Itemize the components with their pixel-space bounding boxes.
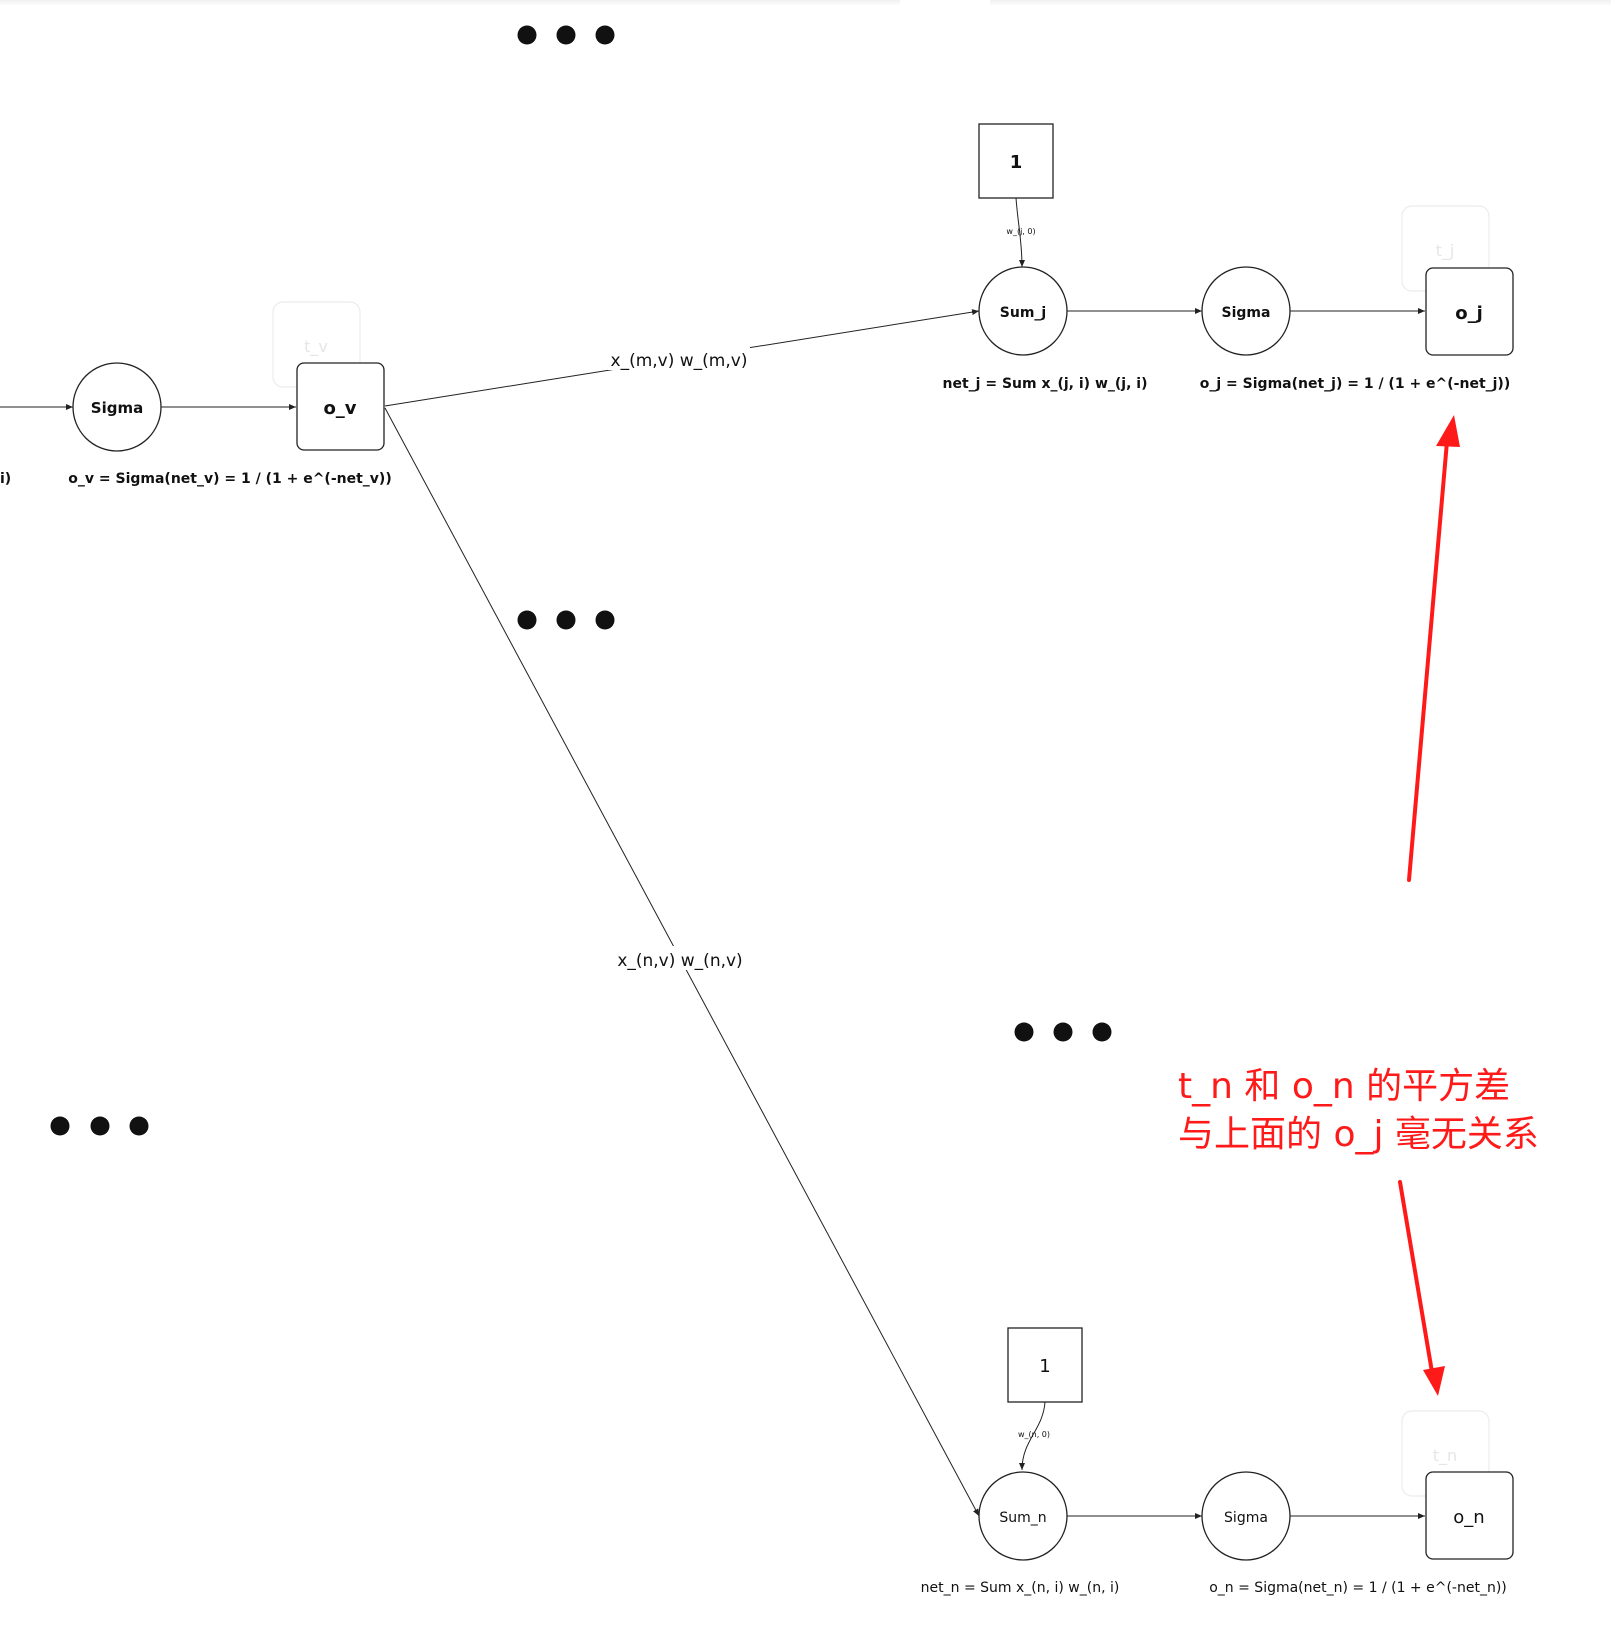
formula-oj: o_j = Sigma(net_j) = 1 / (1 + e^(-net_j)… [1200,376,1510,392]
sum-node-n[interactable]: Sum_n [978,1471,1068,1561]
output-node-ov[interactable]: o_v [296,362,385,451]
bias-weight-n-label: w_(n, 0) [1018,1430,1050,1439]
sigmaj-label: Sigma [1222,305,1271,321]
output-node-oj[interactable]: o_j [1425,267,1514,356]
ellipsis-right [1014,1022,1112,1042]
sum-node-j[interactable]: Sum_j [978,266,1068,356]
sigma-v-label: Sigma [91,399,143,417]
on-label: o_n [1453,1507,1484,1528]
canvas-top-edge-right [990,0,1611,6]
edge-bias-to-sumn [1019,1401,1046,1471]
target-v-label: t_v [304,337,328,357]
bias-j-label: 1 [1010,152,1023,173]
formula-on: o_n = Sigma(net_n) = 1 / (1 + e^(-net_n)… [1209,1580,1507,1596]
formula-netn: net_n = Sum x_(n, i) w_(n, i) [921,1580,1120,1596]
formula-netj: net_j = Sum x_(j, i) w_(j, i) [943,376,1148,392]
edge-bias-to-sumj [1015,197,1025,268]
sigma-node-v[interactable]: Sigma [72,362,162,452]
oj-label: o_j [1455,303,1483,324]
canvas-top-edge-left [0,0,900,6]
annotation-line-1: t_n 和 o_n 的平方差 [1178,1066,1510,1107]
ellipsis-left [50,1116,149,1136]
edge-label-mv: x_(m,v) w_(m,v) [611,351,748,371]
edge-label-bg-mv [608,346,750,370]
sigma-node-j[interactable]: Sigma [1201,266,1291,356]
bias-n-label: 1 [1039,1356,1050,1377]
bias-node-j[interactable]: 1 [978,123,1054,199]
ellipsis-middle [517,610,615,630]
sumn-label: Sum_n [999,1510,1046,1526]
target-j-label: t_j [1436,241,1455,261]
formula-cut-left: i) [0,471,11,487]
annotation-line-2: 与上面的 o_j 毫无关系 [1178,1114,1539,1155]
sumj-label: Sum_j [1000,305,1046,321]
sigman-label: Sigma [1224,1510,1268,1526]
annotation-arrow-up [1407,415,1460,882]
annotation-arrow-down [1398,1180,1445,1396]
target-n-label: t_n [1433,1446,1457,1466]
ov-label: o_v [323,398,356,419]
bias-weight-j-label: w_(j, 0) [1006,227,1035,236]
bias-node-n[interactable]: 1 [1007,1327,1083,1403]
edge-label-nv: x_(n,v) w_(n,v) [617,951,742,971]
edge-label-bg-nv [617,946,743,970]
output-node-on[interactable]: o_n [1425,1471,1514,1560]
ellipsis-top [517,25,615,45]
formula-ov: o_v = Sigma(net_v) = 1 / (1 + e^(-net_v)… [68,471,391,487]
sigma-node-n[interactable]: Sigma [1201,1471,1291,1561]
